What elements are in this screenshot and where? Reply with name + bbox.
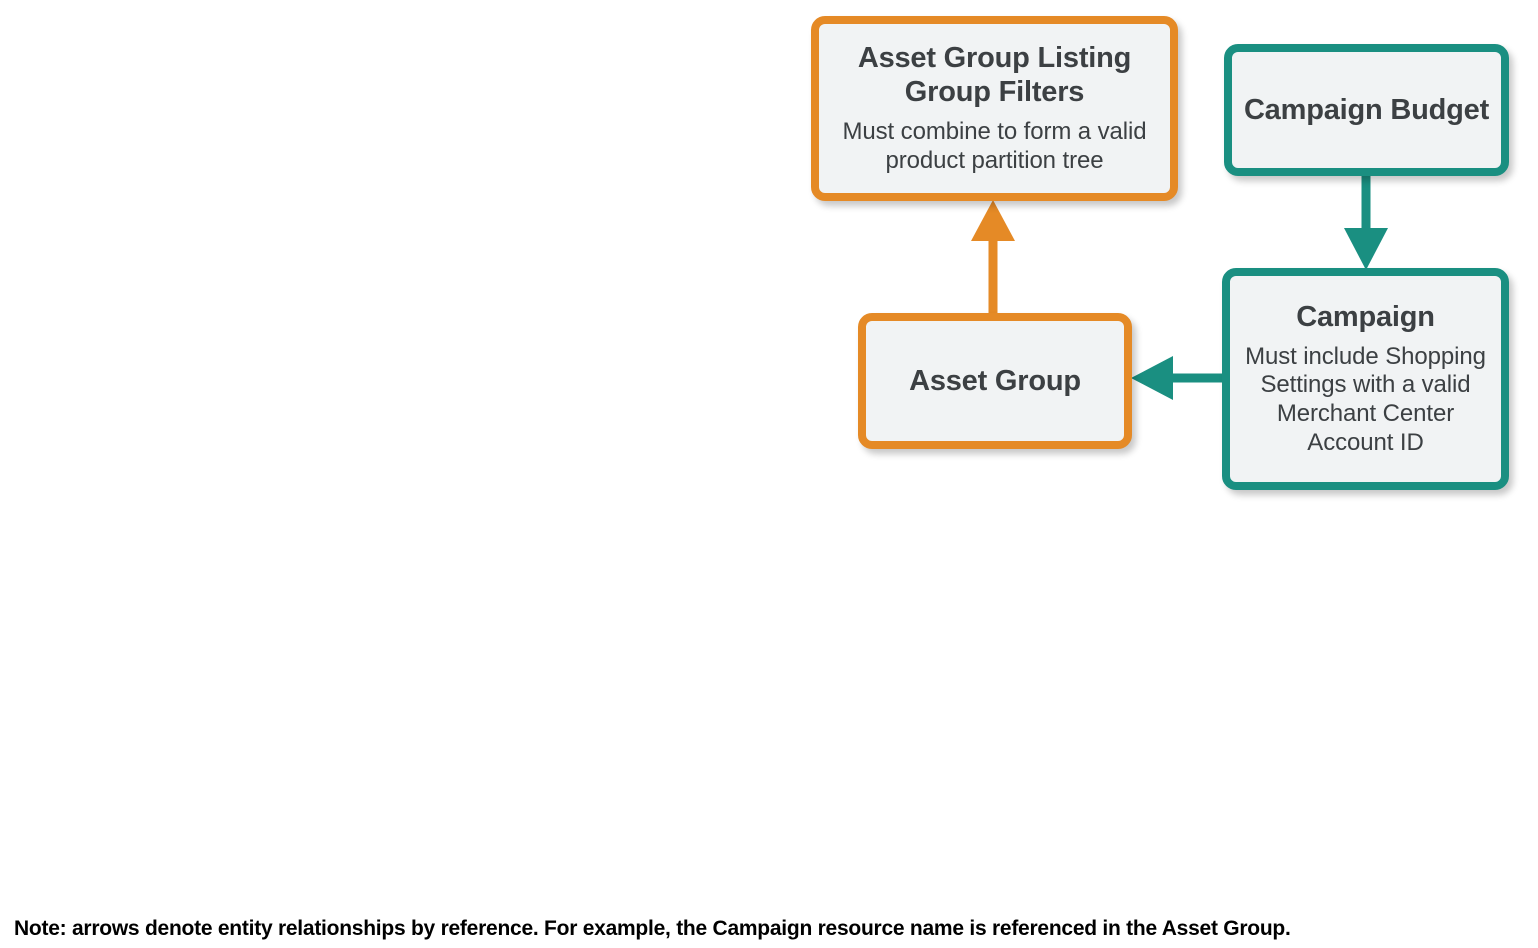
- node-title: Asset Group: [909, 364, 1081, 397]
- node-campaign[interactable]: Campaign Must include Shopping Settings …: [1222, 268, 1509, 490]
- node-description: Must combine to form a valid product par…: [842, 118, 1147, 175]
- edge-campaign-budget-to-campaign: [1344, 174, 1388, 270]
- node-title: Asset Group Listing Group Filters: [857, 41, 1132, 109]
- node-asset-group-listing-group-filters[interactable]: Asset Group Listing Group Filters Must c…: [811, 16, 1178, 201]
- node-asset-group[interactable]: Asset Group: [858, 313, 1132, 449]
- edge-asset-group-to-listing-group-filters: [971, 200, 1015, 315]
- diagram-note: Note: arrows denote entity relationships…: [14, 917, 1291, 940]
- node-campaign-budget[interactable]: Campaign Budget: [1224, 44, 1509, 176]
- node-title: Campaign Budget: [1243, 93, 1490, 126]
- node-title: Campaign: [1296, 301, 1435, 334]
- edge-campaign-to-asset-group: [1131, 356, 1224, 400]
- node-description: Must include Shopping Settings with a va…: [1245, 342, 1486, 456]
